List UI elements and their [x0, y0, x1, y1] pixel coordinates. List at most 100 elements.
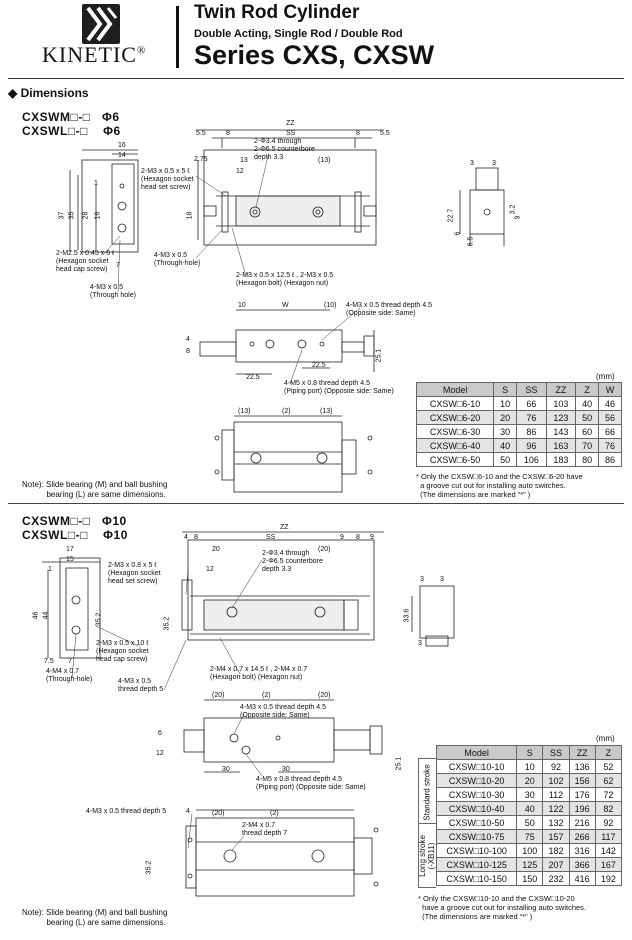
table-cell: CXSW□10-100: [435, 843, 518, 858]
b1-dim-w: W: [282, 302, 289, 309]
table-cell: CXSW□10-125: [435, 857, 518, 872]
header-rule: [8, 78, 624, 79]
b1-callout-through: 4-M3 x 0.5 (Through hole): [90, 284, 136, 299]
table-cell: 80: [575, 452, 600, 467]
table-cell: CXSW□10-30: [435, 787, 518, 802]
table-cell: 70: [575, 438, 600, 453]
b1-dim-3a: 3: [470, 160, 474, 167]
b1-dim-6-5: 6.5: [467, 236, 475, 247]
b1-dim-14: 14: [118, 152, 126, 159]
b1-endview-plate: [111, 163, 135, 245]
table-cell: 136: [568, 759, 596, 774]
b1-dim-ss: SS: [286, 130, 296, 137]
b2-sideview-body: [419, 585, 455, 639]
b2-callout-m4: 2-M4 x 0.7 thread depth 7: [242, 822, 288, 837]
table-cell: 100: [516, 843, 544, 858]
b2-callout-thread: 4-M3 x 0.5 thread depth 4.5 (Opposite si…: [240, 704, 326, 719]
b2-dim-17: 17: [66, 546, 74, 553]
b2-callout-through: 4-M4 x 0.7 (Through-hole): [46, 668, 93, 683]
table-cell: CXSW□6-40: [415, 438, 495, 453]
b1-dim-10b: (10): [324, 302, 337, 309]
table-cell: 216: [568, 815, 596, 830]
b1-topview-slot: [235, 195, 341, 227]
table-cell: 266: [568, 829, 596, 844]
b2-dim-46: 46: [32, 611, 40, 620]
b2-dim-3b: 3: [440, 576, 444, 583]
b1-dim-2: (2): [282, 408, 291, 415]
b1-dim-1: 1: [94, 180, 98, 187]
b1-callout-thread: 4-M3 x 0.5 thread depth 4.5 (Opposite si…: [346, 302, 432, 317]
b2-dim-9b: 9: [370, 534, 374, 541]
b2-dim-20e: (20): [212, 810, 225, 817]
table-cell: 10: [516, 759, 544, 774]
b2-dim-35-2: 35.2: [95, 612, 103, 627]
table-cell: 125: [516, 857, 544, 872]
b1-callout-through2: 4-M3 x 0.5 (Through-hole): [154, 252, 201, 267]
table-cell: 366: [568, 857, 596, 872]
table-cell: 143: [545, 424, 577, 439]
b2-dim-7: 7: [68, 658, 72, 665]
b1-dim-22-5: 22.5: [312, 362, 326, 369]
b1-dim-28: 28: [82, 211, 90, 220]
b1-dim-13d: (13): [320, 408, 333, 415]
b2-dim-33-6: 33.6: [403, 608, 411, 623]
b2-table-footnote: * Only the CXSW□10-10 and the CXSW□10-20…: [418, 894, 587, 921]
b2-group-standard: Standard stroke: [418, 760, 436, 824]
b2-dim-30: 30: [222, 766, 230, 773]
table-cell: CXSW□6-20: [415, 410, 495, 425]
b2-dim-3c: 3: [418, 640, 422, 647]
table-cell: 182: [542, 843, 570, 858]
table-cell: 167: [594, 857, 623, 872]
table-cell: 50: [493, 452, 518, 467]
b2-dim-35-2b: 35.2: [163, 616, 171, 631]
brand-name: KINETIC®: [42, 42, 147, 67]
b2-dim-7-5: 7.5: [44, 658, 54, 665]
b1-dim-zz: ZZ: [286, 120, 295, 127]
b1-th-z: Z: [575, 382, 600, 397]
b2-dim-9: 9: [340, 534, 344, 541]
b1-table-unit: (mm): [596, 372, 615, 381]
b2-callout-hex-bolt: 2-M4 x 0.7 x 14.5 ℓ , 2-M4 x 0.7 (Hexago…: [210, 666, 308, 681]
table-cell: CXSW□6-10: [415, 396, 495, 411]
b2-callout-piping: 4-M5 x 0.8 thread depth 4.5 (Piping port…: [256, 776, 366, 791]
table-cell: 176: [568, 787, 596, 802]
b2-dim-1: 1: [48, 566, 52, 573]
b2-th-model: Model: [435, 745, 518, 760]
b1-dim-22-5b: 22.5: [246, 374, 260, 381]
b1-dim-16v: 16: [94, 211, 102, 220]
brand-logo-icon: [82, 4, 120, 44]
table-cell: CXSW□10-40: [435, 801, 518, 816]
table-cell: 416: [568, 871, 596, 886]
b2-endview-body: [59, 557, 101, 659]
b2-dim-zz: ZZ: [280, 524, 289, 531]
b1-dim-8c: 8: [186, 348, 190, 355]
table-cell: CXSW□6-30: [415, 424, 495, 439]
table-cell: CXSW□10-75: [435, 829, 518, 844]
b2-dim-12: 12: [206, 566, 214, 573]
table-cell: 30: [493, 424, 518, 439]
b1-dim-6: 6: [454, 231, 462, 236]
b1-callout-hex-bolt: 2-M3 x 0.5 x 12.5 ℓ , 2-M3 x 0.5 (Hexago…: [236, 272, 334, 287]
table-cell: 156: [568, 773, 596, 788]
b2-dim-44: 44: [42, 611, 50, 620]
b1-th-model: Model: [415, 382, 495, 397]
table-cell: CXSW□6-50: [415, 452, 495, 467]
b2-th-s: S: [516, 745, 544, 760]
page-title: Twin Rod Cylinder: [194, 2, 360, 23]
table-cell: 52: [594, 759, 623, 774]
block1-model-l: CXSWL□-□ Φ6: [22, 124, 121, 138]
table-cell: 232: [542, 871, 570, 886]
table-cell: 20: [516, 773, 544, 788]
table-cell: CXSW□10-50: [435, 815, 518, 830]
table-cell: 46: [598, 396, 622, 411]
b1-endview-body: [81, 159, 139, 253]
table-cell: 207: [542, 857, 570, 872]
b1-th-s: S: [493, 382, 518, 397]
table-cell: 56: [598, 410, 622, 425]
